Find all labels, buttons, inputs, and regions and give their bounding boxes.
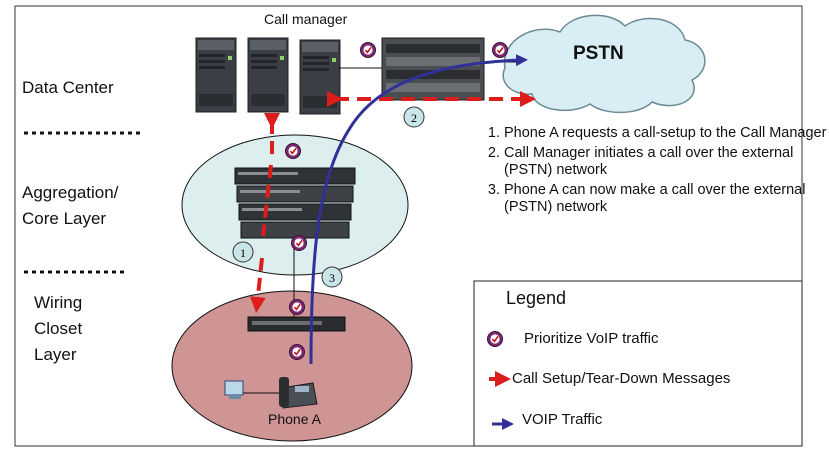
step-marker-3: 3	[321, 266, 343, 288]
pc-icon	[224, 380, 244, 399]
legend-item-call-setup: Call Setup/Tear-Down Messages	[512, 370, 731, 387]
ip-phone-icon	[279, 377, 318, 409]
phone-a-label: Phone A	[268, 411, 321, 427]
prioritize-badge-icon	[288, 343, 306, 361]
svg-text:1: 1	[240, 246, 246, 260]
legend-box	[473, 280, 803, 447]
voip-traffic-arrow	[309, 54, 528, 365]
step-item: Call Manager initiates a call over the e…	[504, 145, 829, 179]
legend-item-voip: VOIP Traffic	[522, 411, 603, 428]
prioritize-badge-icon	[491, 41, 509, 59]
wiring-closet-switch	[247, 316, 346, 332]
wiring-label-line2: Closet	[34, 319, 83, 338]
pstn-cloud	[502, 14, 706, 114]
wiring-label-line3: Layer	[34, 345, 77, 364]
legend-title: Legend	[506, 288, 567, 308]
data-center-switch	[381, 37, 485, 101]
svg-text:2: 2	[411, 111, 417, 125]
prioritize-badge-icon	[290, 234, 308, 252]
step-item: Phone A requests a call-setup to the Cal…	[504, 125, 829, 142]
aggregation-label-line1: Aggregation/	[22, 183, 119, 202]
svg-text:3: 3	[329, 271, 335, 285]
legend-item-prioritize: Prioritize VoIP traffic	[524, 330, 659, 347]
call-manager-label: Call manager	[264, 11, 348, 27]
call-setup-arrow-vertical	[257, 121, 272, 305]
legend-badge-icon	[486, 330, 504, 348]
pstn-label: PSTN	[573, 43, 624, 64]
wiring-closet-ellipse	[171, 290, 413, 442]
step-marker-2: 2	[403, 106, 425, 128]
call-manager-servers	[195, 37, 341, 115]
outer-frame	[14, 5, 803, 447]
step-item: Phone A can now make a call over the ext…	[504, 182, 829, 216]
step-list: Phone A requests a call-setup to the Cal…	[472, 125, 829, 219]
data-center-label: Data Center	[22, 78, 114, 97]
aggregation-label-line2: Core Layer	[22, 209, 107, 228]
wiring-label-line1: Wiring	[34, 293, 83, 312]
prioritize-badge-icon	[359, 41, 377, 59]
prioritize-badge-icon	[288, 298, 306, 316]
prioritize-badge-icon	[284, 142, 302, 160]
step-marker-1: 1	[232, 241, 254, 263]
